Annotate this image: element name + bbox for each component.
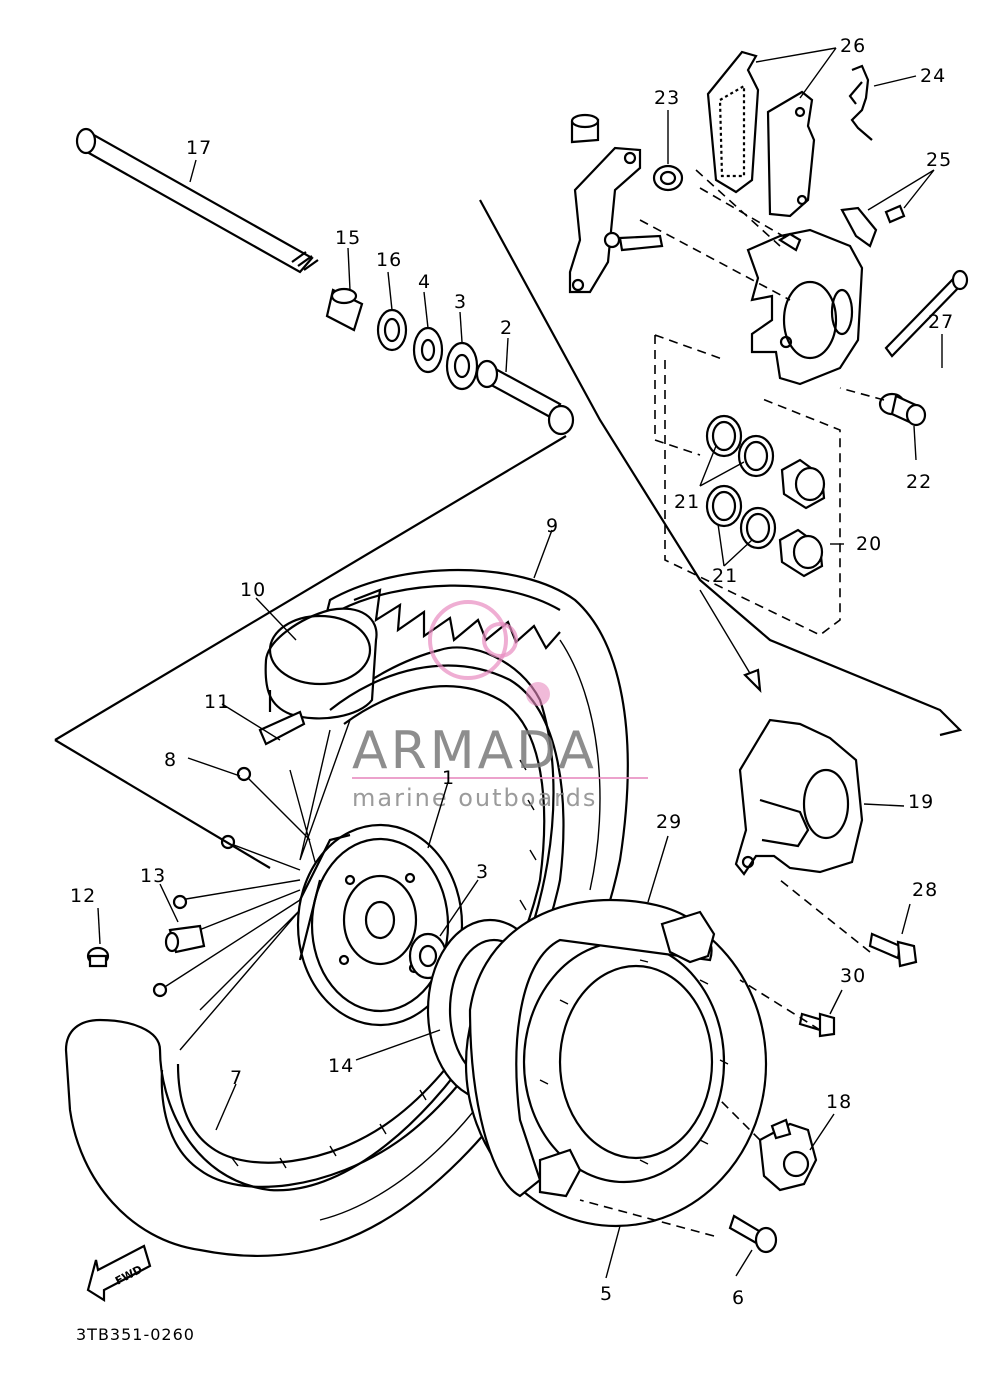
valve-11 — [258, 690, 306, 746]
label-13: 13 — [140, 865, 166, 887]
label-3b: 3 — [476, 861, 489, 883]
axle-shaft — [75, 127, 319, 274]
label-8: 8 — [164, 749, 177, 771]
caliper-pin — [603, 231, 664, 252]
label-24: 24 — [920, 65, 946, 87]
part-labels: 17 15 16 4 3 2 23 26 24 25 27 22 20 21 2… — [70, 35, 954, 1309]
bleed-screw-23 — [652, 164, 684, 192]
spokes-8 — [152, 719, 351, 1051]
caliper-body-upper — [746, 204, 906, 386]
brake-pads — [706, 50, 816, 218]
inner-tube-10 — [264, 607, 378, 720]
label-4: 4 — [418, 271, 431, 293]
diagram-code: 3TB351-0260 — [76, 1325, 195, 1344]
leader-lines — [97, 47, 943, 1279]
fwd-arrow-icon: FWD — [86, 1244, 152, 1302]
speedometer-gear-18 — [758, 1118, 818, 1192]
label-10: 10 — [240, 579, 266, 601]
caliper-pistons — [778, 458, 826, 578]
armada-watermark: ARMADA marine outboards — [352, 600, 648, 812]
cap-12 — [86, 946, 110, 968]
label-15: 15 — [335, 227, 361, 249]
label-9: 9 — [546, 515, 559, 537]
bolt-30 — [798, 1012, 836, 1038]
label-30: 30 — [840, 965, 866, 987]
reference-lines — [54, 169, 885, 1237]
label-12: 12 — [70, 885, 96, 907]
bolt-28 — [868, 932, 918, 968]
label-5: 5 — [600, 1283, 613, 1305]
label-7: 7 — [230, 1067, 243, 1089]
watermark-title: ARMADA — [352, 721, 597, 781]
caliper-assembly-19 — [734, 718, 864, 876]
label-25: 25 — [926, 149, 952, 171]
label-21b: 21 — [712, 565, 738, 587]
label-11: 11 — [204, 691, 230, 713]
caliper-bolt-27 — [884, 269, 969, 358]
caliper-group-outline — [479, 199, 963, 737]
label-23: 23 — [654, 87, 680, 109]
label-14: 14 — [328, 1055, 354, 1077]
label-20: 20 — [856, 533, 882, 555]
watermark-subtitle: marine outboards — [352, 784, 597, 812]
label-29: 29 — [656, 811, 682, 833]
axle-spacer-stack — [325, 287, 575, 436]
label-1: 1 — [442, 767, 455, 789]
label-22: 22 — [906, 471, 932, 493]
label-17: 17 — [186, 137, 212, 159]
label-3a: 3 — [454, 291, 467, 313]
label-2: 2 — [500, 317, 513, 339]
brake-disc-5 — [464, 900, 768, 1228]
label-21a: 21 — [674, 491, 700, 513]
disc-hub-29 — [468, 898, 716, 1198]
label-28: 28 — [912, 879, 938, 901]
caliper-bracket — [568, 113, 642, 294]
label-27: 27 — [928, 311, 954, 333]
label-6: 6 — [732, 1287, 745, 1309]
caliper-seals — [705, 414, 777, 550]
caliper-bolt-22 — [878, 392, 927, 427]
label-16: 16 — [376, 249, 402, 271]
label-26: 26 — [840, 35, 866, 57]
label-19: 19 — [908, 791, 934, 813]
pad-spring — [848, 64, 873, 141]
bolt-6 — [728, 1214, 778, 1254]
label-18: 18 — [826, 1091, 852, 1113]
spoke-nipple-13 — [164, 924, 206, 954]
